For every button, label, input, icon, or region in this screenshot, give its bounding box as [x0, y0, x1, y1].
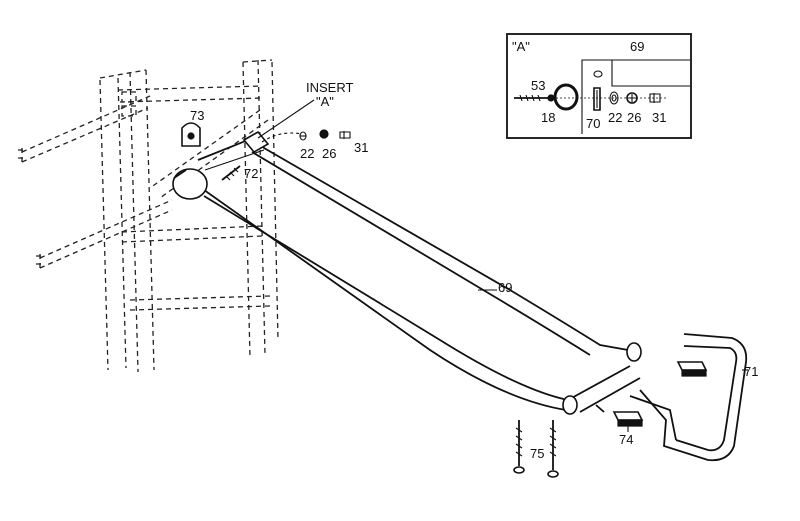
hardware-top: 22 26 31 — [261, 129, 368, 161]
screws-75: 75 — [513, 420, 559, 478]
insert-sub-label: "A" — [316, 94, 334, 109]
part-label-22-top: 22 — [300, 146, 314, 161]
part-label-69: 69 — [498, 280, 512, 295]
caps-74: 74 — [612, 361, 708, 447]
part-label-73: 73 — [190, 108, 204, 123]
part-label-31-top: 31 — [354, 140, 368, 155]
inset-label-18: 18 — [541, 110, 555, 125]
inset-label-31: 31 — [652, 110, 666, 125]
part-label-72: 72 — [244, 166, 258, 181]
inset-label-69: 69 — [630, 39, 644, 54]
frame-structure — [18, 59, 279, 373]
part-label-75: 75 — [530, 446, 544, 461]
slide-body — [172, 130, 642, 415]
inset-label-70: 70 — [586, 116, 600, 131]
bolt-72: 72 — [221, 165, 258, 181]
inset-label-26: 26 — [627, 110, 641, 125]
inset-title: "A" — [512, 39, 530, 54]
handle-71: 71 — [629, 333, 758, 462]
inset-a: "A" 69 53 18 70 22 26 31 — [506, 33, 692, 139]
bracket-73: 73 — [181, 108, 204, 147]
insert-label: INSERT — [306, 80, 353, 95]
inset-label-22: 22 — [608, 110, 622, 125]
part-label-74: 74 — [619, 432, 633, 447]
inset-label-53: 53 — [531, 78, 545, 93]
part-label-71: 71 — [744, 364, 758, 379]
part-label-26-top: 26 — [322, 146, 336, 161]
insert-callout: INSERT "A" — [257, 80, 353, 139]
slide-label: 69 — [478, 280, 512, 295]
